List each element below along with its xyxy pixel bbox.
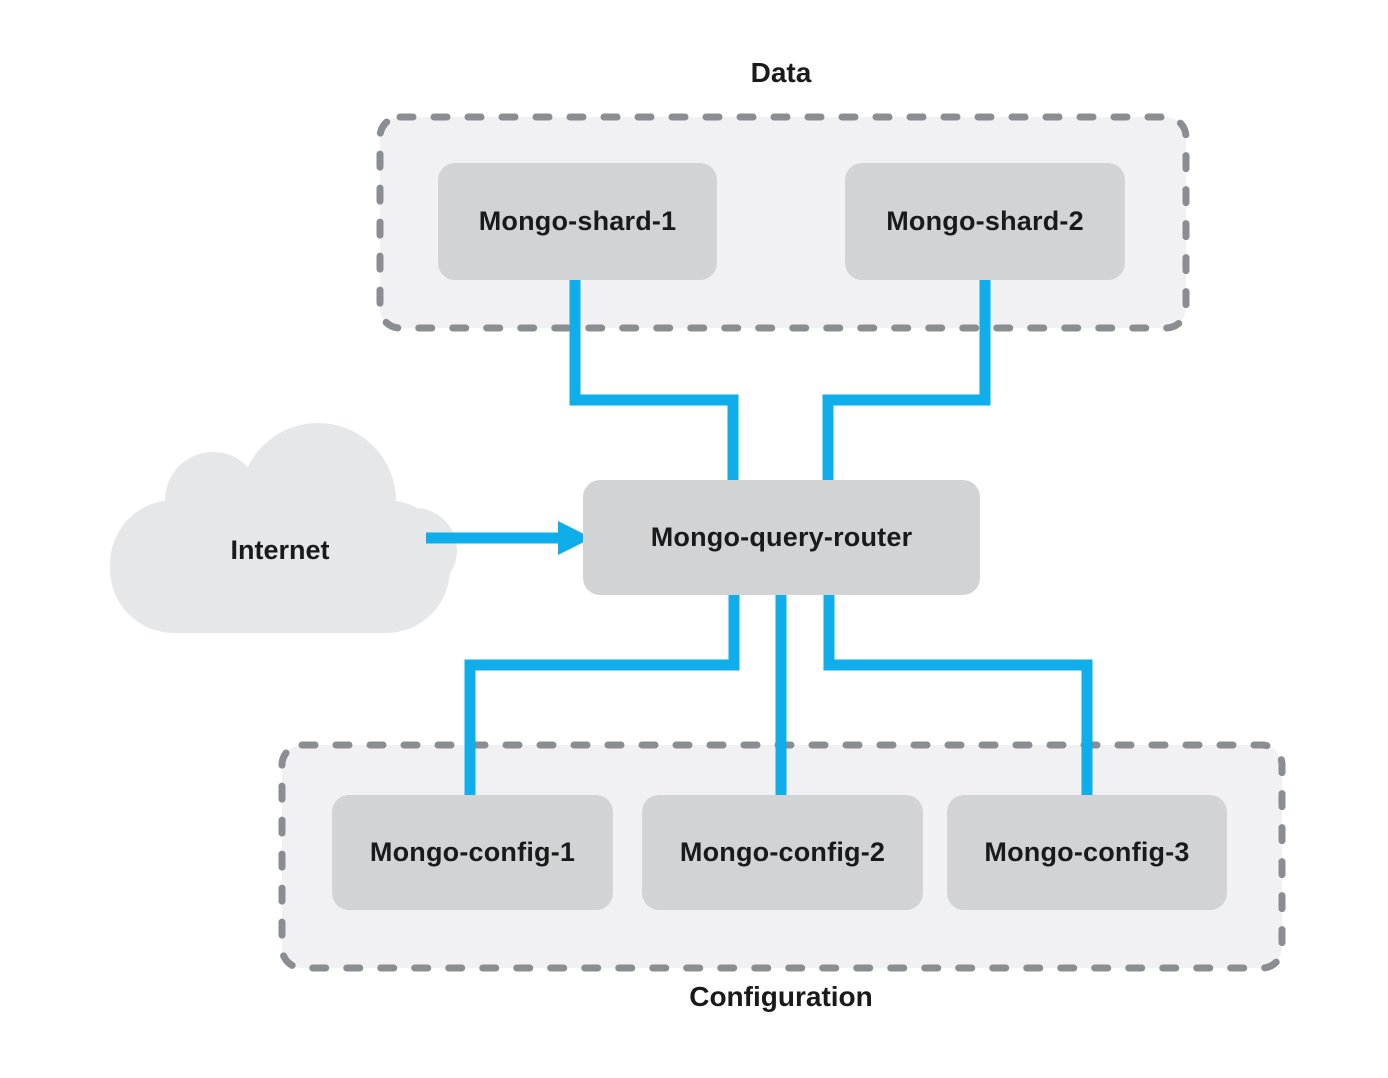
internet-label: Internet [230, 535, 330, 565]
node-mongo-shard-1-label: Mongo-shard-1 [478, 206, 677, 236]
node-mongo-config-3: Mongo-config-3 [947, 795, 1227, 910]
node-mongo-config-1: Mongo-config-1 [332, 795, 613, 910]
node-mongo-config-1-label: Mongo-config-1 [369, 837, 576, 867]
node-mongo-query-router: Mongo-query-router [583, 480, 980, 595]
node-mongo-shard-2-label: Mongo-shard-2 [886, 206, 1084, 236]
cloud-icon [110, 423, 457, 633]
node-mongo-config-3-label: Mongo-config-3 [984, 837, 1190, 867]
cloud-body [110, 500, 450, 633]
node-mongo-config-2: Mongo-config-2 [642, 795, 923, 910]
data-group-label: Data [750, 57, 812, 88]
node-mongo-shard-1: Mongo-shard-1 [438, 163, 717, 280]
connector-shard2-to-router [822, 280, 991, 482]
connector-router-to-config3 [823, 593, 1093, 797]
connector-shard1-to-router [569, 280, 739, 482]
connector-router-to-config1 [464, 593, 740, 797]
configuration-group-label: Configuration [689, 981, 873, 1012]
node-mongo-config-2-label: Mongo-config-2 [679, 837, 886, 867]
node-mongo-shard-2: Mongo-shard-2 [845, 163, 1125, 280]
internet-to-router-arrow [426, 521, 592, 555]
arrow-head [558, 521, 592, 555]
node-mongo-query-router-label: Mongo-query-router [650, 522, 913, 552]
